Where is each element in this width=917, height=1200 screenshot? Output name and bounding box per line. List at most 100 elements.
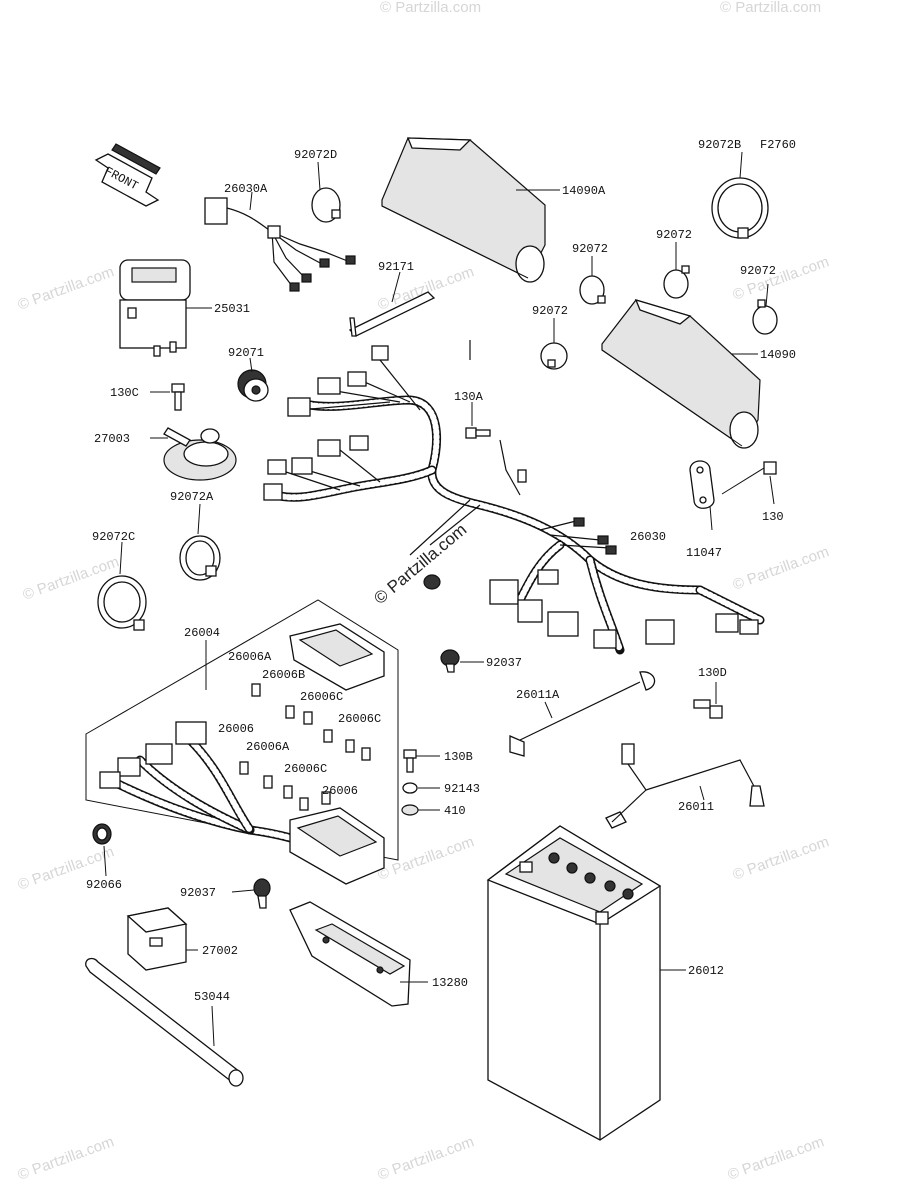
callout-label: 26011A <box>516 688 560 702</box>
horn-27003 <box>150 427 237 481</box>
watermark: © Partzilla.com <box>731 833 832 884</box>
cable-26011a <box>509 671 656 757</box>
sub-harness-26030a <box>204 191 356 292</box>
callout-label: 26006C <box>284 762 327 776</box>
washer-410 <box>401 804 440 816</box>
callout-label: 92072 <box>740 264 776 278</box>
fuse-box-outline-26004 <box>85 599 399 861</box>
fuse <box>263 775 273 789</box>
fuse <box>303 711 313 725</box>
bolt-130 <box>721 461 777 505</box>
callout-label: 92071 <box>228 346 264 360</box>
figure-code: F2760 <box>760 138 796 152</box>
washer-92143 <box>402 782 440 794</box>
fuse <box>321 791 331 805</box>
callout-label: 130A <box>454 390 484 404</box>
watermark: © Partzilla.com <box>376 1133 477 1184</box>
callout-label: 92072D <box>294 148 337 162</box>
callout-label: 26030 <box>630 530 666 544</box>
callout-label: 92066 <box>86 878 122 892</box>
watermark: © Partzilla.com <box>380 0 481 16</box>
callout-label: 26006B <box>262 668 305 682</box>
callout-label: 92072 <box>656 228 692 242</box>
band-92072-c <box>752 283 778 335</box>
callout-label: 26012 <box>688 964 724 978</box>
bolt-130a <box>465 402 491 439</box>
band-92072-b <box>663 242 690 299</box>
band-92072-d <box>540 318 568 370</box>
fuse <box>299 797 309 811</box>
bolt-130c <box>150 383 185 411</box>
front-arrow-icon: FRONT <box>94 143 161 207</box>
callout-label: 26006C <box>338 712 381 726</box>
callout-label: 130D <box>698 666 727 680</box>
band-92072c <box>97 541 147 631</box>
callout-label: 92072C <box>92 530 135 544</box>
watermark: © Partzilla.com <box>16 263 117 314</box>
callout-label: 27002 <box>202 944 238 958</box>
callout-label: 130B <box>444 750 473 764</box>
callout-label: 14090 <box>760 348 796 362</box>
callout-label: 92072B <box>698 138 741 152</box>
fuses <box>239 683 371 811</box>
callout-label: 53044 <box>194 990 230 1004</box>
band-92072b <box>711 151 769 239</box>
callout-label: 27003 <box>94 432 130 446</box>
callout-label: 92037 <box>180 886 216 900</box>
fuse <box>345 739 355 753</box>
cover-14090 <box>601 298 761 449</box>
callout-label: 26006 <box>322 784 358 798</box>
watermark: © Partzilla.com <box>731 543 832 594</box>
bracket-11047 <box>689 460 715 531</box>
main-harness-26030 <box>263 340 765 655</box>
band-92072a <box>179 503 221 581</box>
bolt-130d <box>693 682 723 719</box>
callout-label: 130C <box>110 386 139 400</box>
fuse <box>285 705 295 719</box>
callout-label: 130 <box>762 510 784 524</box>
callout-label: 92072A <box>170 490 214 504</box>
callout-label: 26006A <box>246 740 290 754</box>
callout-label: 26006A <box>228 650 272 664</box>
band-92072d <box>311 161 341 223</box>
relay-27002 <box>126 907 198 971</box>
fuse-cover <box>289 623 385 691</box>
callout-label: 25031 <box>214 302 250 316</box>
watermark-center: © Partzilla.com <box>370 520 470 608</box>
callout-label: 14090A <box>562 184 606 198</box>
watermark: © Partzilla.com <box>720 0 821 16</box>
fuse <box>251 683 261 697</box>
clip-92037-upper <box>440 649 484 673</box>
callout-label: 92171 <box>378 260 414 274</box>
callout-label: 92072 <box>532 304 568 318</box>
clip-92037-lower <box>231 878 271 909</box>
bracket-13280 <box>289 901 428 1007</box>
callout-label: 13280 <box>432 976 468 990</box>
callout-label: 26006 <box>218 722 254 736</box>
callout-label: 11047 <box>686 546 722 560</box>
callout-label: 92143 <box>444 782 480 796</box>
callout-label: 410 <box>444 804 466 818</box>
watermark: © Partzilla.com <box>726 1133 827 1184</box>
watermark: © Partzilla.com <box>16 1133 117 1184</box>
callout-label: 26011 <box>678 800 714 814</box>
tube-53044 <box>85 957 244 1087</box>
cable-26011 <box>605 743 765 829</box>
cover-14090a <box>381 137 560 283</box>
band-92072-a <box>579 256 606 305</box>
callout-label: 26006C <box>300 690 343 704</box>
callout-label: 26004 <box>184 626 220 640</box>
meter-25031 <box>119 259 212 357</box>
grommet-92071 <box>237 357 269 402</box>
fuse <box>361 747 371 761</box>
watermark: © Partzilla.com <box>731 253 832 304</box>
bracket-92171 <box>348 271 436 337</box>
bolt-130b <box>403 749 440 773</box>
fuse <box>323 729 333 743</box>
fuse <box>283 785 293 799</box>
grommet-92066 <box>92 823 112 877</box>
fuse-box-harness <box>99 721 385 885</box>
callout-labels: 92072D 26030A 14090A 92072B 92072 92072 … <box>86 138 796 1004</box>
